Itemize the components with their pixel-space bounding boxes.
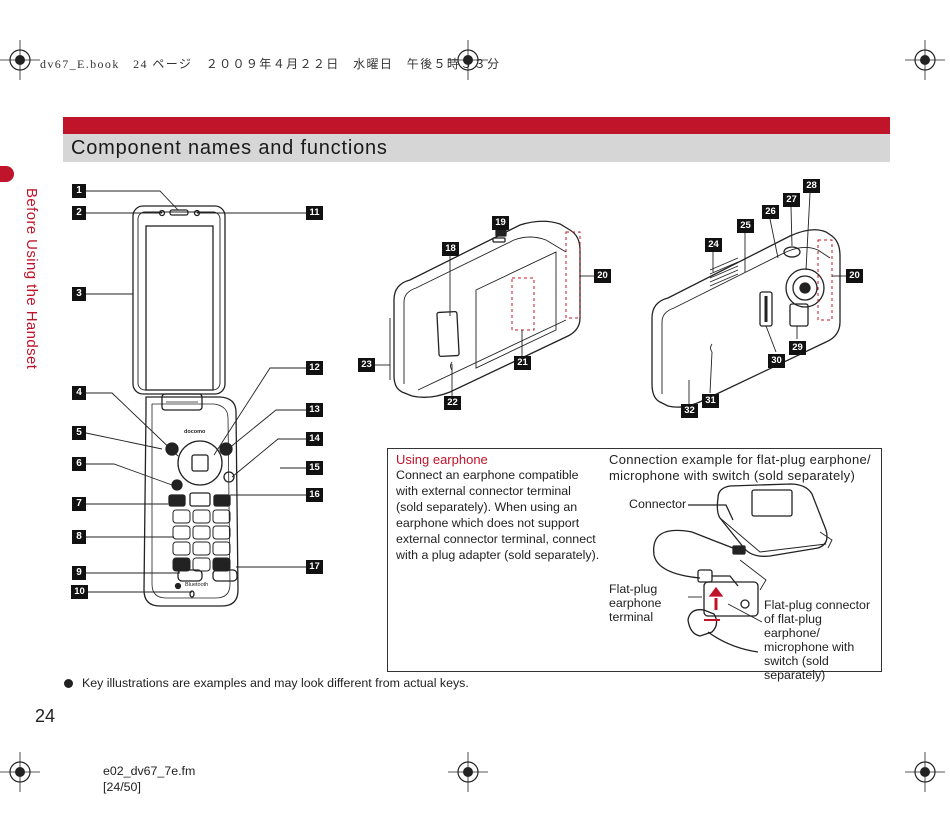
connector-label: Connector	[629, 497, 687, 511]
brand-label: docomo	[184, 429, 206, 435]
sub-display	[436, 310, 460, 358]
earphone-box-body: Connect an earphone compatible with exte…	[396, 468, 600, 562]
callout-17: 17	[306, 560, 323, 574]
map-key-label: MAP	[218, 566, 230, 572]
callout-32: 32	[681, 404, 698, 418]
callout-19: 19	[492, 216, 509, 230]
footer-page-ref: [24/50]	[103, 780, 141, 794]
bullet-icon	[64, 678, 73, 688]
callout-13: 13	[306, 403, 323, 417]
callout-18: 18	[442, 242, 459, 256]
callout-7: 7	[72, 497, 86, 511]
earphone-connection-illustration	[653, 483, 833, 653]
registration-mark-icon	[905, 40, 945, 80]
earphone-box-title: Using earphone	[396, 452, 488, 467]
phone-lower-body	[143, 396, 239, 607]
callout-5: 5	[72, 426, 86, 440]
callout-12: 12	[306, 361, 323, 375]
note-text: Key illustrations are examples and may l…	[82, 676, 469, 690]
callout-31: 31	[702, 394, 719, 408]
callout-1: 1	[72, 184, 86, 198]
callout-23: 23	[358, 358, 375, 372]
footer-file-name: e02_dv67_7e.fm	[103, 764, 196, 778]
registration-mark-icon	[0, 40, 40, 80]
closed-phone-body	[393, 220, 581, 398]
key-illustration-note: Key illustrations are examples and may l…	[64, 676, 469, 690]
flat-plug-terminal-label: Flat-plug earphone terminal	[609, 582, 662, 624]
section-title: Component names and functions	[71, 137, 388, 159]
callout-30: 30	[768, 354, 785, 368]
title-bar-accent	[63, 117, 890, 134]
callout-25: 25	[737, 219, 754, 233]
callout-8: 8	[72, 530, 86, 544]
navigation-key	[177, 440, 223, 486]
page-number: 24	[35, 706, 56, 726]
callout-15: 15	[306, 461, 323, 475]
callout-14: 14	[306, 432, 323, 446]
footer-file-info: e02_dv67_7e.fm [24/50]	[103, 763, 195, 795]
callout-6: 6	[72, 457, 86, 471]
earpiece	[169, 209, 189, 216]
callout-29: 29	[789, 341, 806, 355]
callout-26: 26	[762, 205, 779, 219]
callout-22: 22	[444, 396, 461, 410]
callout-9: 9	[72, 566, 86, 580]
registration-mark-icon	[448, 752, 488, 792]
closed-phone-back	[651, 229, 841, 408]
callout-3: 3	[72, 287, 86, 301]
callout-11: 11	[306, 206, 323, 220]
callout-10: 10	[71, 585, 88, 599]
book-header: dv67_E.book 24 ページ ２００９年４月２２日 水曜日 午後５時３３…	[40, 57, 501, 71]
callout-27: 27	[783, 193, 800, 207]
registration-mark-icon	[0, 752, 40, 792]
callout-20: 20	[594, 269, 611, 283]
bluetooth-label: Bluetooth	[185, 582, 209, 588]
registration-mark-icon	[905, 752, 945, 792]
callout-24: 24	[705, 238, 722, 252]
connection-example-title: Connection example for flat-plug earphon…	[609, 452, 871, 483]
callout-21: 21	[514, 356, 531, 370]
callout-28: 28	[803, 179, 820, 193]
chapter-tab	[0, 166, 14, 182]
callout-20-back: 20	[846, 269, 863, 283]
callout-16: 16	[306, 488, 323, 502]
registration-mark-icon	[448, 40, 488, 80]
flat-plug-connector-label: Flat-plug connector of flat-plug earphon…	[764, 598, 871, 682]
earphone-info-box	[387, 448, 882, 672]
title-bar	[63, 134, 890, 162]
callout-2: 2	[72, 206, 86, 220]
callout-4: 4	[72, 386, 86, 400]
camera-lens	[785, 268, 825, 308]
